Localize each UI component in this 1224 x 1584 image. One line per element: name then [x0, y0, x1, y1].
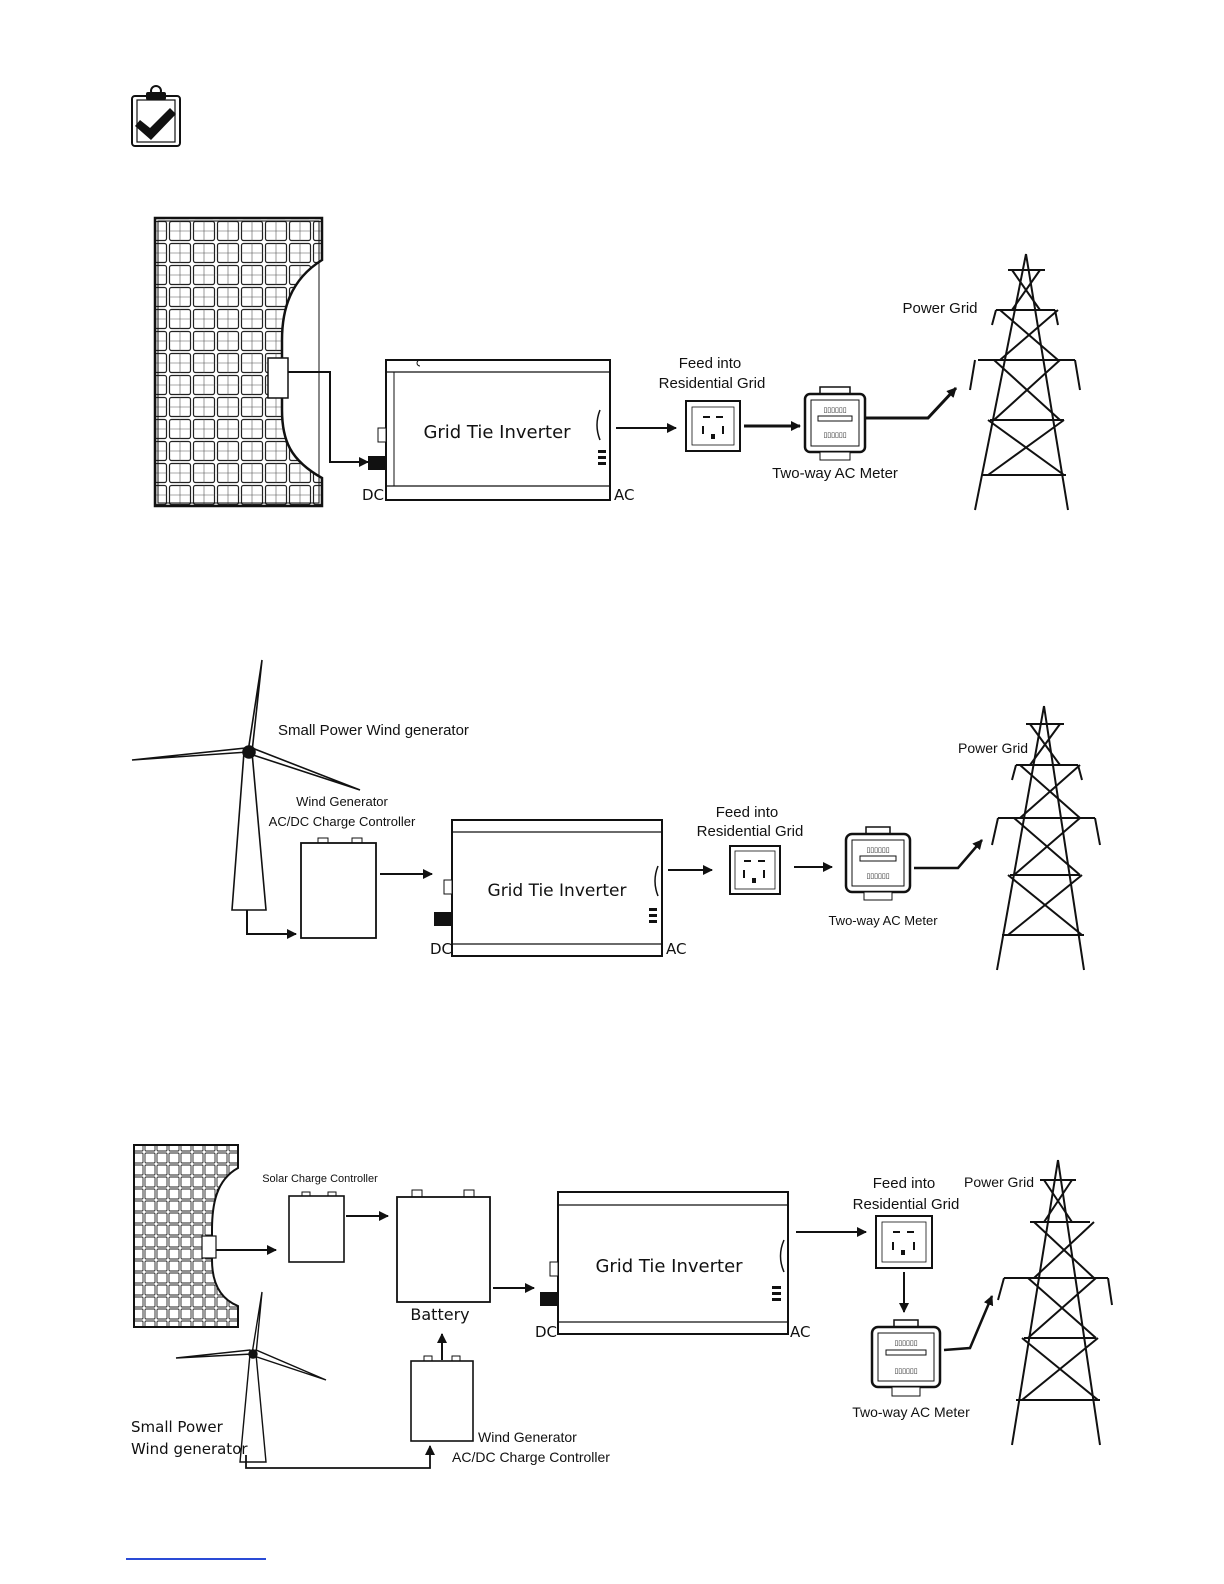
wind-label: Small Power Wind generator: [278, 722, 469, 739]
meter-to-grid-line: [914, 839, 983, 870]
dc-label: DC: [362, 486, 384, 504]
meter-icon: ▯▯▯▯▯▯ ▯▯▯▯▯▯: [803, 386, 867, 461]
power-tower-icon: [969, 253, 1081, 511]
footer-rule: [126, 1558, 266, 1560]
grid-label: Power Grid: [958, 740, 1028, 756]
wind-charge-controller-box: [410, 1355, 474, 1442]
meter-label: Two-way AC Meter: [852, 1404, 970, 1420]
svg-text:▯▯▯▯▯▯: ▯▯▯▯▯▯: [823, 406, 846, 414]
wind-label-1: Small Power: [131, 1418, 224, 1436]
solar-panel: [133, 1144, 239, 1328]
meter-to-grid-line: [943, 1295, 994, 1352]
inverter-label: Grid Tie Inverter: [488, 881, 627, 901]
svg-text:▯▯▯▯▯▯: ▯▯▯▯▯▯: [894, 1367, 917, 1375]
grid-label: Power Grid: [964, 1174, 1034, 1190]
meter-icon: ▯▯▯▯▯▯ ▯▯▯▯▯▯: [870, 1319, 942, 1397]
turbine-to-controller-line: [245, 1445, 435, 1469]
controller-label-1: Wind Generator: [296, 794, 388, 809]
inverter-label: Grid Tie Inverter: [423, 422, 571, 443]
controller-label-1: Wind Generator: [478, 1429, 577, 1445]
solar-controller-label: Solar Charge Controller: [262, 1173, 378, 1185]
meter-label: Two-way AC Meter: [772, 465, 898, 482]
feed-label-2: Residential Grid: [659, 375, 766, 392]
grid-label: Power Grid: [902, 300, 977, 317]
feed-label-2: Residential Grid: [853, 1196, 960, 1213]
dc-label: DC: [430, 940, 452, 958]
inverter: Grid Tie Inverter: [540, 1191, 789, 1335]
charge-controller-box: [300, 837, 377, 939]
power-tower-icon: [991, 705, 1101, 971]
power-tower-icon: [997, 1159, 1113, 1446]
svg-text:▯▯▯▯▯▯: ▯▯▯▯▯▯: [866, 872, 889, 880]
panel-to-inverter-line: [288, 371, 369, 467]
feed-label-1: Feed into: [679, 355, 742, 372]
diagram-solar: Grid Tie Inverter DC AC Feed into Reside…: [153, 216, 1081, 511]
inverter: Grid Tie Inverter: [434, 819, 663, 957]
inverter-label: Grid Tie Inverter: [595, 1256, 743, 1277]
wind-turbine-icon: [175, 1291, 327, 1463]
diagram-hybrid: Solar Charge Controller Battery Grid Tie…: [131, 1144, 1113, 1469]
feed-label-1: Feed into: [716, 804, 779, 821]
turbine-to-controller-line: [246, 910, 297, 939]
feed-label-1: Feed into: [873, 1175, 936, 1192]
controller-label-2: AC/DC Charge Controller: [269, 814, 416, 829]
feed-label-2: Residential Grid: [697, 823, 804, 840]
controller-label-2: AC/DC Charge Controller: [452, 1449, 610, 1465]
meter-label: Two-way AC Meter: [828, 913, 938, 928]
outlet-icon: [729, 845, 781, 895]
outlet-icon: [875, 1215, 933, 1269]
wind-turbine-icon: [131, 659, 361, 911]
outlet-icon: [685, 400, 741, 452]
battery-box: [396, 1189, 491, 1303]
solar-charge-controller-box: [288, 1191, 345, 1263]
inverter: Grid Tie Inverter: [368, 359, 611, 501]
ac-label: AC: [666, 940, 686, 958]
diagram-wind: Small Power Wind generator Wind Generato…: [131, 659, 1101, 971]
clipboard-check-icon: [131, 85, 181, 147]
ac-label: AC: [790, 1323, 810, 1341]
battery-label: Battery: [410, 1305, 469, 1324]
meter-to-grid-line: [866, 386, 958, 420]
meter-icon: ▯▯▯▯▯▯ ▯▯▯▯▯▯: [844, 826, 912, 901]
svg-text:▯▯▯▯▯▯: ▯▯▯▯▯▯: [823, 431, 846, 439]
wind-label-2: Wind generator: [131, 1440, 248, 1458]
solar-panel: [153, 216, 324, 508]
ac-label: AC: [614, 486, 634, 504]
svg-text:▯▯▯▯▯▯: ▯▯▯▯▯▯: [894, 1339, 917, 1347]
svg-text:▯▯▯▯▯▯: ▯▯▯▯▯▯: [866, 846, 889, 854]
dc-label: DC: [535, 1323, 557, 1341]
